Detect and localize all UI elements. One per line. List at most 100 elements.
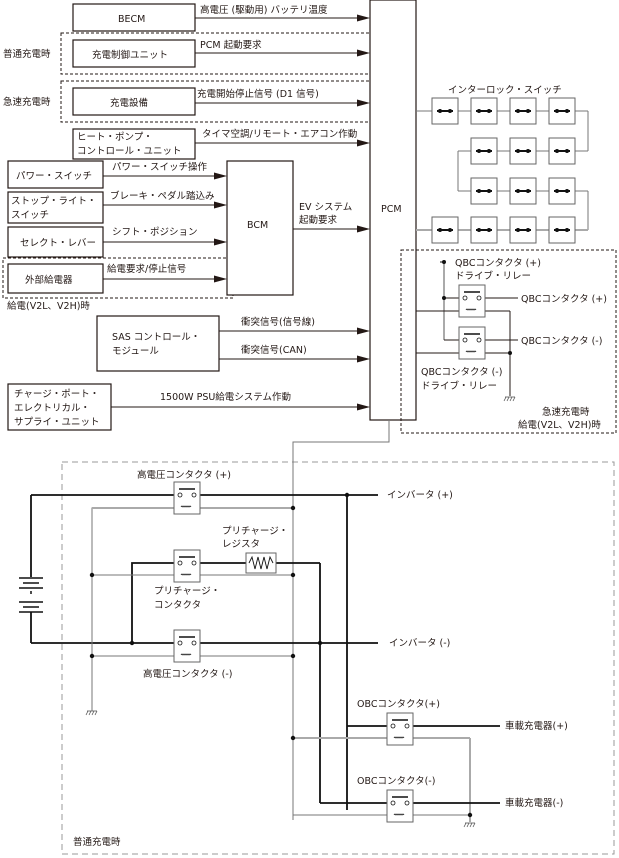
hv-contactor-plus-icon [173,481,201,515]
onboard-charger-minus-label: 車載充電器(-) [505,797,563,809]
ground-icon [503,396,516,402]
obc-contactor-plus-icon [386,712,414,746]
precharge-contactor-icon [173,549,201,583]
quick-charging-label: 急速充電時 [3,96,51,108]
qbc-area-group [400,249,617,434]
interlock-switch-icon [548,177,576,205]
arrow-icon [357,403,370,411]
qbc-area-label-2: 給電(V2L、V2H)時 [518,419,601,431]
qbc-plus-relay-label-2: ドライブ・リレー [455,270,531,282]
obc-contactor-minus-icon [386,789,414,823]
select-lever-label: セレクト・レバー [20,238,96,249]
stop-light-label-1: ストップ・ライト・ [11,196,97,207]
shift-position-signal: シフト・ポジション [112,227,198,238]
power-supply-label: 給電(V2L、V2H)時 [7,300,90,312]
arrow-icon [357,99,370,107]
interlock-switch-icon [509,97,537,125]
interlock-switch-icon [431,216,459,244]
interlock-switch-icon [470,137,498,165]
arrow-icon [357,327,370,335]
battery-icon [19,495,43,643]
heat-pump-label-1: ヒート・ポンプ・ [77,132,153,143]
hv-contactor-minus-icon [173,629,201,663]
arrow-icon [357,225,370,233]
inverter-minus-label: インバータ (-) [389,638,450,649]
interlock-switch-icon [431,97,459,125]
pcm-start-signal: PCM 起動要求 [200,39,262,51]
qbc-plus-relay-icon [458,284,486,318]
arrow-icon [357,139,370,147]
heat-pump-label-2: コントロール・ユニット [77,146,182,157]
hv-circuit-group [61,461,615,855]
collision-can-signal: 衝突信号(CAN) [241,344,307,356]
qbc-minus-relay-label-2: ドライブ・リレー [421,380,497,392]
arrow-icon [357,14,370,22]
charge-port-label-2: エレクトリカル・ [14,403,90,414]
select-lever-module [7,226,104,258]
stop-light-switch-module [7,191,104,224]
interlock-switch-icon [509,137,537,165]
arrow-icon [214,275,227,283]
normal-charging-label: 普通充電時 [3,48,51,60]
sas-label-1: SAS コントロール・ [112,332,200,343]
interlock-switch-network [416,97,589,244]
charging-equipment [72,87,196,116]
ground-icon [85,710,98,716]
charge-port-label-1: チャージ・ポート・ [14,389,99,400]
timer-ac-signal: タイマ空調/リモート・エアコン作動 [202,128,357,140]
precharge-contactor-label-2: コンタクタ [154,600,201,611]
charge-start-stop-signal: 充電開始停止信号 (D1 信号) [197,88,319,100]
hv-area-label: 普通充電時 [73,836,121,848]
interlock-switch-icon [509,216,537,244]
precharge-resistor-label-1: プリチャージ・ [222,526,288,537]
qbc-area-label-1: 急速充電時 [542,406,590,418]
ev-start-signal-1: EV システム [299,202,352,213]
charge-control-unit [72,39,196,68]
psu-supply-signal: 1500W PSU給電システム作動 [160,391,291,403]
power-switch-module [7,160,104,189]
arrow-icon [214,238,227,246]
arrow-icon [214,201,227,209]
interlock-switch-icon [548,97,576,125]
hv-contactor-plus-label: 高電圧コンタクタ (+) [137,469,231,481]
precharge-contactor-label-1: プリチャージ・ [154,586,220,597]
brake-pedal-signal: ブレーキ・ペダル踏込み [110,190,215,202]
onboard-charger-plus-label: 車載充電器(+) [505,720,568,732]
qbc-minus-relay-icon [458,326,486,360]
interlock-switch-icon [470,97,498,125]
ground-icon [463,822,476,828]
obc-contactor-minus-label: OBCコンタクタ(-) [357,776,435,787]
charging-equipment-label: 充電設備 [110,97,148,109]
normal-charging-group [60,32,390,75]
sas-control-module [96,315,220,372]
sas-label-2: モジュール [112,346,159,357]
stop-light-label-2: スイッチ [11,210,49,221]
arrow-icon [214,172,227,180]
precharge-resistor-label-2: レジスタ [222,539,260,550]
qbc-plus-contactor-label: QBCコンタクタ (+) [521,294,607,305]
qbc-minus-contactor-label: QBCコンタクタ (-) [521,336,602,347]
pcm-module [369,0,417,421]
ev-start-signal-2: 起動要求 [299,214,338,226]
obc-contactor-plus-label: OBCコンタクタ(+) [357,699,440,710]
arrow-icon [357,355,370,363]
battery-temp-signal: 高電圧 (駆動用) バッテリ温度 [200,4,328,16]
external-supply-module [7,263,104,294]
external-supply-label: 外部給電器 [25,274,73,286]
inverter-plus-label: インバータ (+) [387,490,453,501]
power-switch-signal: パワー・スイッチ操作 [112,161,208,173]
power-switch-label: パワー・スイッチ [16,171,92,182]
interlock-switch-icon [548,216,576,244]
bcm-module [226,160,294,296]
interlock-title: インターロック・スイッチ [448,85,562,96]
qbc-minus-relay-label-1: QBCコンタクタ (-) [421,367,502,378]
qbc-circuit [416,260,518,402]
pcm-label: PCM [381,204,402,215]
interlock-switch-icon [470,216,498,244]
interlock-switch-icon [509,177,537,205]
hv-circuit [19,420,500,828]
bcm-label: BCM [247,220,268,231]
precharge-resistor-icon [245,552,277,574]
charge-port-label-3: サプライ・ユニット [14,417,100,428]
